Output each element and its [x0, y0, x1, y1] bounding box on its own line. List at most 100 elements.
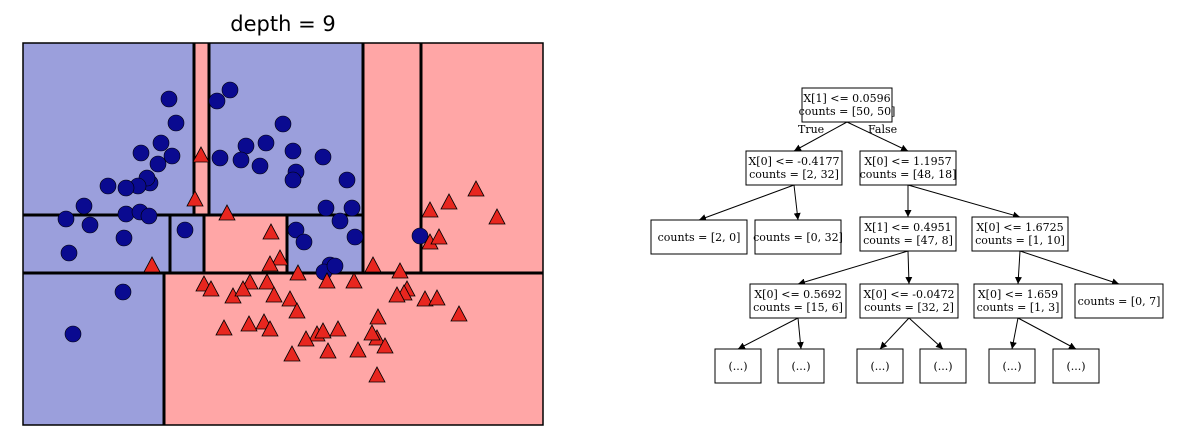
tree-node-text: counts = [0, 32]	[753, 231, 843, 244]
class0-point	[326, 257, 344, 275]
tree-node-box	[1052, 348, 1100, 384]
tree-node: (...)	[856, 348, 904, 384]
tree-node-box	[745, 150, 843, 186]
class1-point	[202, 280, 220, 297]
class1-point	[186, 190, 204, 207]
tree-node: (...)	[988, 348, 1036, 384]
class0-point	[57, 210, 75, 228]
tree-node-text: X[1] <= 0.4951	[864, 221, 951, 234]
tree-node-text: X[0] <= 1.6725	[976, 221, 1063, 234]
class0-point	[211, 149, 229, 167]
class0-point	[274, 115, 292, 133]
class0-point	[132, 144, 150, 162]
tree-node-text: counts = [2, 32]	[749, 168, 839, 181]
tree-edge	[737, 317, 799, 350]
tree-node-box	[650, 219, 748, 255]
class1-point	[143, 256, 161, 273]
class0-point	[99, 177, 117, 195]
class0-point	[208, 92, 226, 110]
tree-node-box	[754, 219, 842, 255]
class0-point	[338, 171, 356, 189]
class0-point	[149, 155, 167, 173]
class0-point	[140, 207, 158, 225]
tree-node-text: (...)	[933, 360, 952, 373]
tree-node-text: X[0] <= 1.659	[978, 288, 1058, 301]
edge-label-false: False	[868, 123, 897, 136]
class1-point	[297, 330, 315, 347]
class1-point	[488, 208, 506, 225]
decision-boundary-plot	[22, 42, 544, 426]
tree-edge	[1014, 250, 1022, 285]
class1-point	[283, 345, 301, 362]
class0-point	[343, 199, 361, 217]
class1-point	[369, 308, 387, 325]
tree-edge	[1019, 250, 1120, 286]
tree-node-box	[988, 348, 1036, 384]
tree-node: (...)	[1052, 348, 1100, 384]
tree-edge	[797, 250, 909, 286]
class0-point	[167, 114, 185, 132]
class1-point	[265, 286, 283, 303]
plot-title: depth = 9	[230, 12, 336, 36]
class1-point	[314, 322, 332, 339]
tree-node-text: (...)	[728, 360, 747, 373]
class1-point	[428, 289, 446, 306]
tree-node: counts = [0, 32]	[753, 219, 843, 255]
class0-point	[287, 221, 305, 239]
tree-node-text: counts = [15, 6]	[753, 301, 843, 314]
class0-point	[81, 216, 99, 234]
tree-node-text: counts = [50, 50]	[799, 105, 896, 118]
class1-point	[345, 272, 363, 289]
tree-node-text: counts = [2, 0]	[658, 231, 741, 244]
class1-point	[416, 290, 434, 307]
class1-point	[318, 272, 336, 289]
class1-point	[262, 223, 280, 240]
tree-node-box	[859, 283, 959, 319]
tree-node-text: (...)	[1066, 360, 1085, 373]
class1-point	[271, 249, 289, 266]
class0-point	[75, 197, 93, 215]
class0-point	[115, 229, 133, 247]
tree-node-box	[973, 283, 1063, 319]
class1-point	[258, 273, 276, 290]
class0-point	[257, 134, 275, 152]
class1-point	[430, 228, 448, 245]
class1-point	[440, 193, 458, 210]
class0-point	[251, 157, 269, 175]
class0-point	[295, 233, 313, 251]
class1-point	[421, 201, 439, 218]
class1-point	[376, 337, 394, 354]
tree-node-box	[859, 216, 957, 252]
tree-node-text: counts = [47, 8]	[863, 234, 953, 247]
region-class1	[363, 43, 543, 273]
tree-node: (...)	[919, 348, 967, 384]
region-class0	[23, 273, 164, 425]
class0-point	[176, 221, 194, 239]
tree-node: counts = [2, 0]	[650, 219, 748, 255]
tree-node-box	[1074, 283, 1164, 319]
class1-point	[261, 320, 279, 337]
tree-node-box	[919, 348, 967, 384]
class1-point	[329, 320, 347, 337]
class1-point	[364, 256, 382, 273]
class0-point	[317, 199, 335, 217]
tree-node-box	[714, 348, 762, 384]
class1-point	[368, 366, 386, 383]
tree-node-text: (...)	[1002, 360, 1021, 373]
tree-node-text: counts = [32, 2]	[864, 301, 954, 314]
tree-edge	[698, 184, 795, 221]
tree-node-box	[856, 348, 904, 384]
class0-point	[60, 244, 78, 262]
tree-node: counts = [0, 7]	[1074, 283, 1164, 319]
class1-point	[234, 280, 252, 297]
